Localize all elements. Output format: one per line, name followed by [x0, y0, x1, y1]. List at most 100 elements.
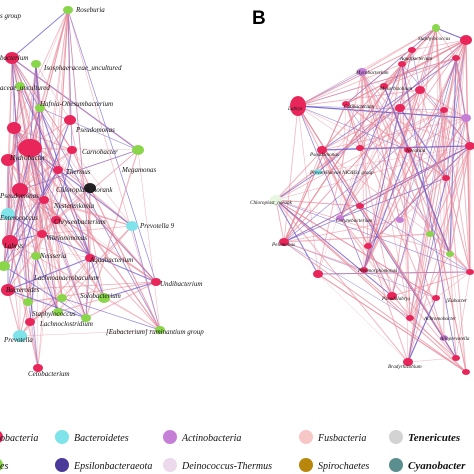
- network-edge: [7, 289, 21, 337]
- node-label: Hydrobacter: [9, 154, 46, 162]
- node-label: Corynebacterium: [336, 218, 373, 224]
- network-edge: [29, 297, 63, 323]
- network-edge: [339, 107, 401, 219]
- network-node: [336, 215, 344, 221]
- network-node: [132, 145, 144, 155]
- network-node: [270, 195, 282, 205]
- network-node: [81, 314, 91, 322]
- node-label: Pleomorphomonas: [357, 268, 397, 274]
- network-edge: [321, 149, 431, 235]
- network-node: [1, 208, 15, 220]
- network-edge: [275, 199, 457, 359]
- legend-label: Epsilonbacteraeota: [73, 461, 152, 472]
- network-edge: [283, 49, 413, 243]
- panel-b-labels: Staphylococcus Mycobacterium Aquabacteri…: [250, 36, 470, 370]
- network-edge: [361, 71, 431, 235]
- network-edge: [61, 297, 161, 331]
- network-node: [279, 238, 289, 246]
- network-node: [0, 261, 10, 271]
- network-edge: [361, 71, 447, 179]
- node-label: Chloroplast_norank: [56, 186, 113, 194]
- network-edge: [361, 71, 471, 147]
- network-node: [31, 252, 41, 260]
- network-node: [432, 24, 440, 32]
- network-node: [452, 55, 460, 61]
- network-edge: [339, 177, 447, 219]
- node-label: Solobacterium: [80, 292, 121, 300]
- network-edge: [39, 9, 69, 109]
- node-label: Labrys: [3, 242, 24, 250]
- network-edge: [3, 149, 139, 267]
- network-edge: [13, 127, 39, 369]
- network-edge: [383, 57, 457, 87]
- network-edge: [283, 149, 323, 243]
- network-edge: [19, 189, 87, 319]
- node-label: Megamonas: [121, 166, 156, 174]
- node-label: Undibacterium: [160, 280, 202, 288]
- node-label: [Eubacterium] ruminantium group: [106, 328, 204, 336]
- network-edge: [297, 105, 361, 149]
- network-node: [398, 61, 406, 67]
- network-edge: [339, 217, 457, 359]
- network-edge: [339, 89, 421, 219]
- node-label: Pseudomonas: [309, 152, 339, 158]
- legend-label: Fusbacteria: [317, 433, 366, 444]
- network-edge: [321, 145, 471, 151]
- network-edge: [435, 27, 457, 59]
- network-edge: [19, 189, 59, 313]
- network-edge: [339, 39, 467, 219]
- network-node: [356, 145, 364, 151]
- network-edge: [43, 199, 133, 227]
- network-edge: [407, 57, 457, 363]
- network-edge: [39, 107, 139, 151]
- network-edge: [297, 105, 319, 275]
- network-edge: [283, 145, 471, 243]
- network-edge: [71, 149, 161, 331]
- network-node: [13, 330, 27, 342]
- network-node: [408, 47, 416, 53]
- network-edge: [391, 271, 471, 297]
- network-edge: [7, 213, 87, 319]
- network-edge: [7, 147, 31, 215]
- legend-swatch: [55, 458, 69, 472]
- network-edge: [321, 27, 437, 151]
- network-edge: [445, 145, 471, 179]
- network-edge: [7, 159, 11, 243]
- network-node: [1, 154, 15, 166]
- network-edge: [275, 199, 361, 207]
- network-edge: [317, 89, 421, 173]
- network-edge: [19, 189, 57, 221]
- panel-b-letter: B: [252, 8, 266, 29]
- network-edge: [409, 145, 471, 319]
- network-edge: [55, 219, 105, 299]
- network-node: [12, 183, 28, 197]
- network-edge: [3, 169, 59, 267]
- network-edge: [363, 107, 401, 271]
- legend-label: es: [0, 461, 8, 472]
- network-node: [18, 139, 42, 157]
- network-edge: [449, 145, 471, 255]
- network-node: [387, 292, 397, 300]
- network-edge: [7, 159, 161, 331]
- network-edge: [317, 27, 437, 173]
- network-edge: [407, 357, 457, 363]
- network-node: [404, 147, 412, 153]
- network-edge: [363, 63, 403, 271]
- network-edge: [339, 63, 403, 219]
- network-edge: [339, 217, 411, 319]
- network-edge: [85, 281, 157, 319]
- network-node: [151, 278, 161, 286]
- network-edge: [297, 105, 365, 271]
- network-node: [57, 294, 67, 302]
- network-edge: [3, 265, 87, 319]
- network-edge: [9, 127, 15, 243]
- network-edge: [7, 289, 87, 319]
- network-edge: [367, 39, 467, 247]
- network-edge: [339, 27, 437, 219]
- network-node: [461, 114, 471, 122]
- node-label: s group: [0, 12, 21, 20]
- network-edge: [275, 199, 437, 299]
- network-edge: [43, 199, 87, 319]
- node-label: Achromobacter: [423, 316, 457, 322]
- network-edge: [41, 199, 45, 235]
